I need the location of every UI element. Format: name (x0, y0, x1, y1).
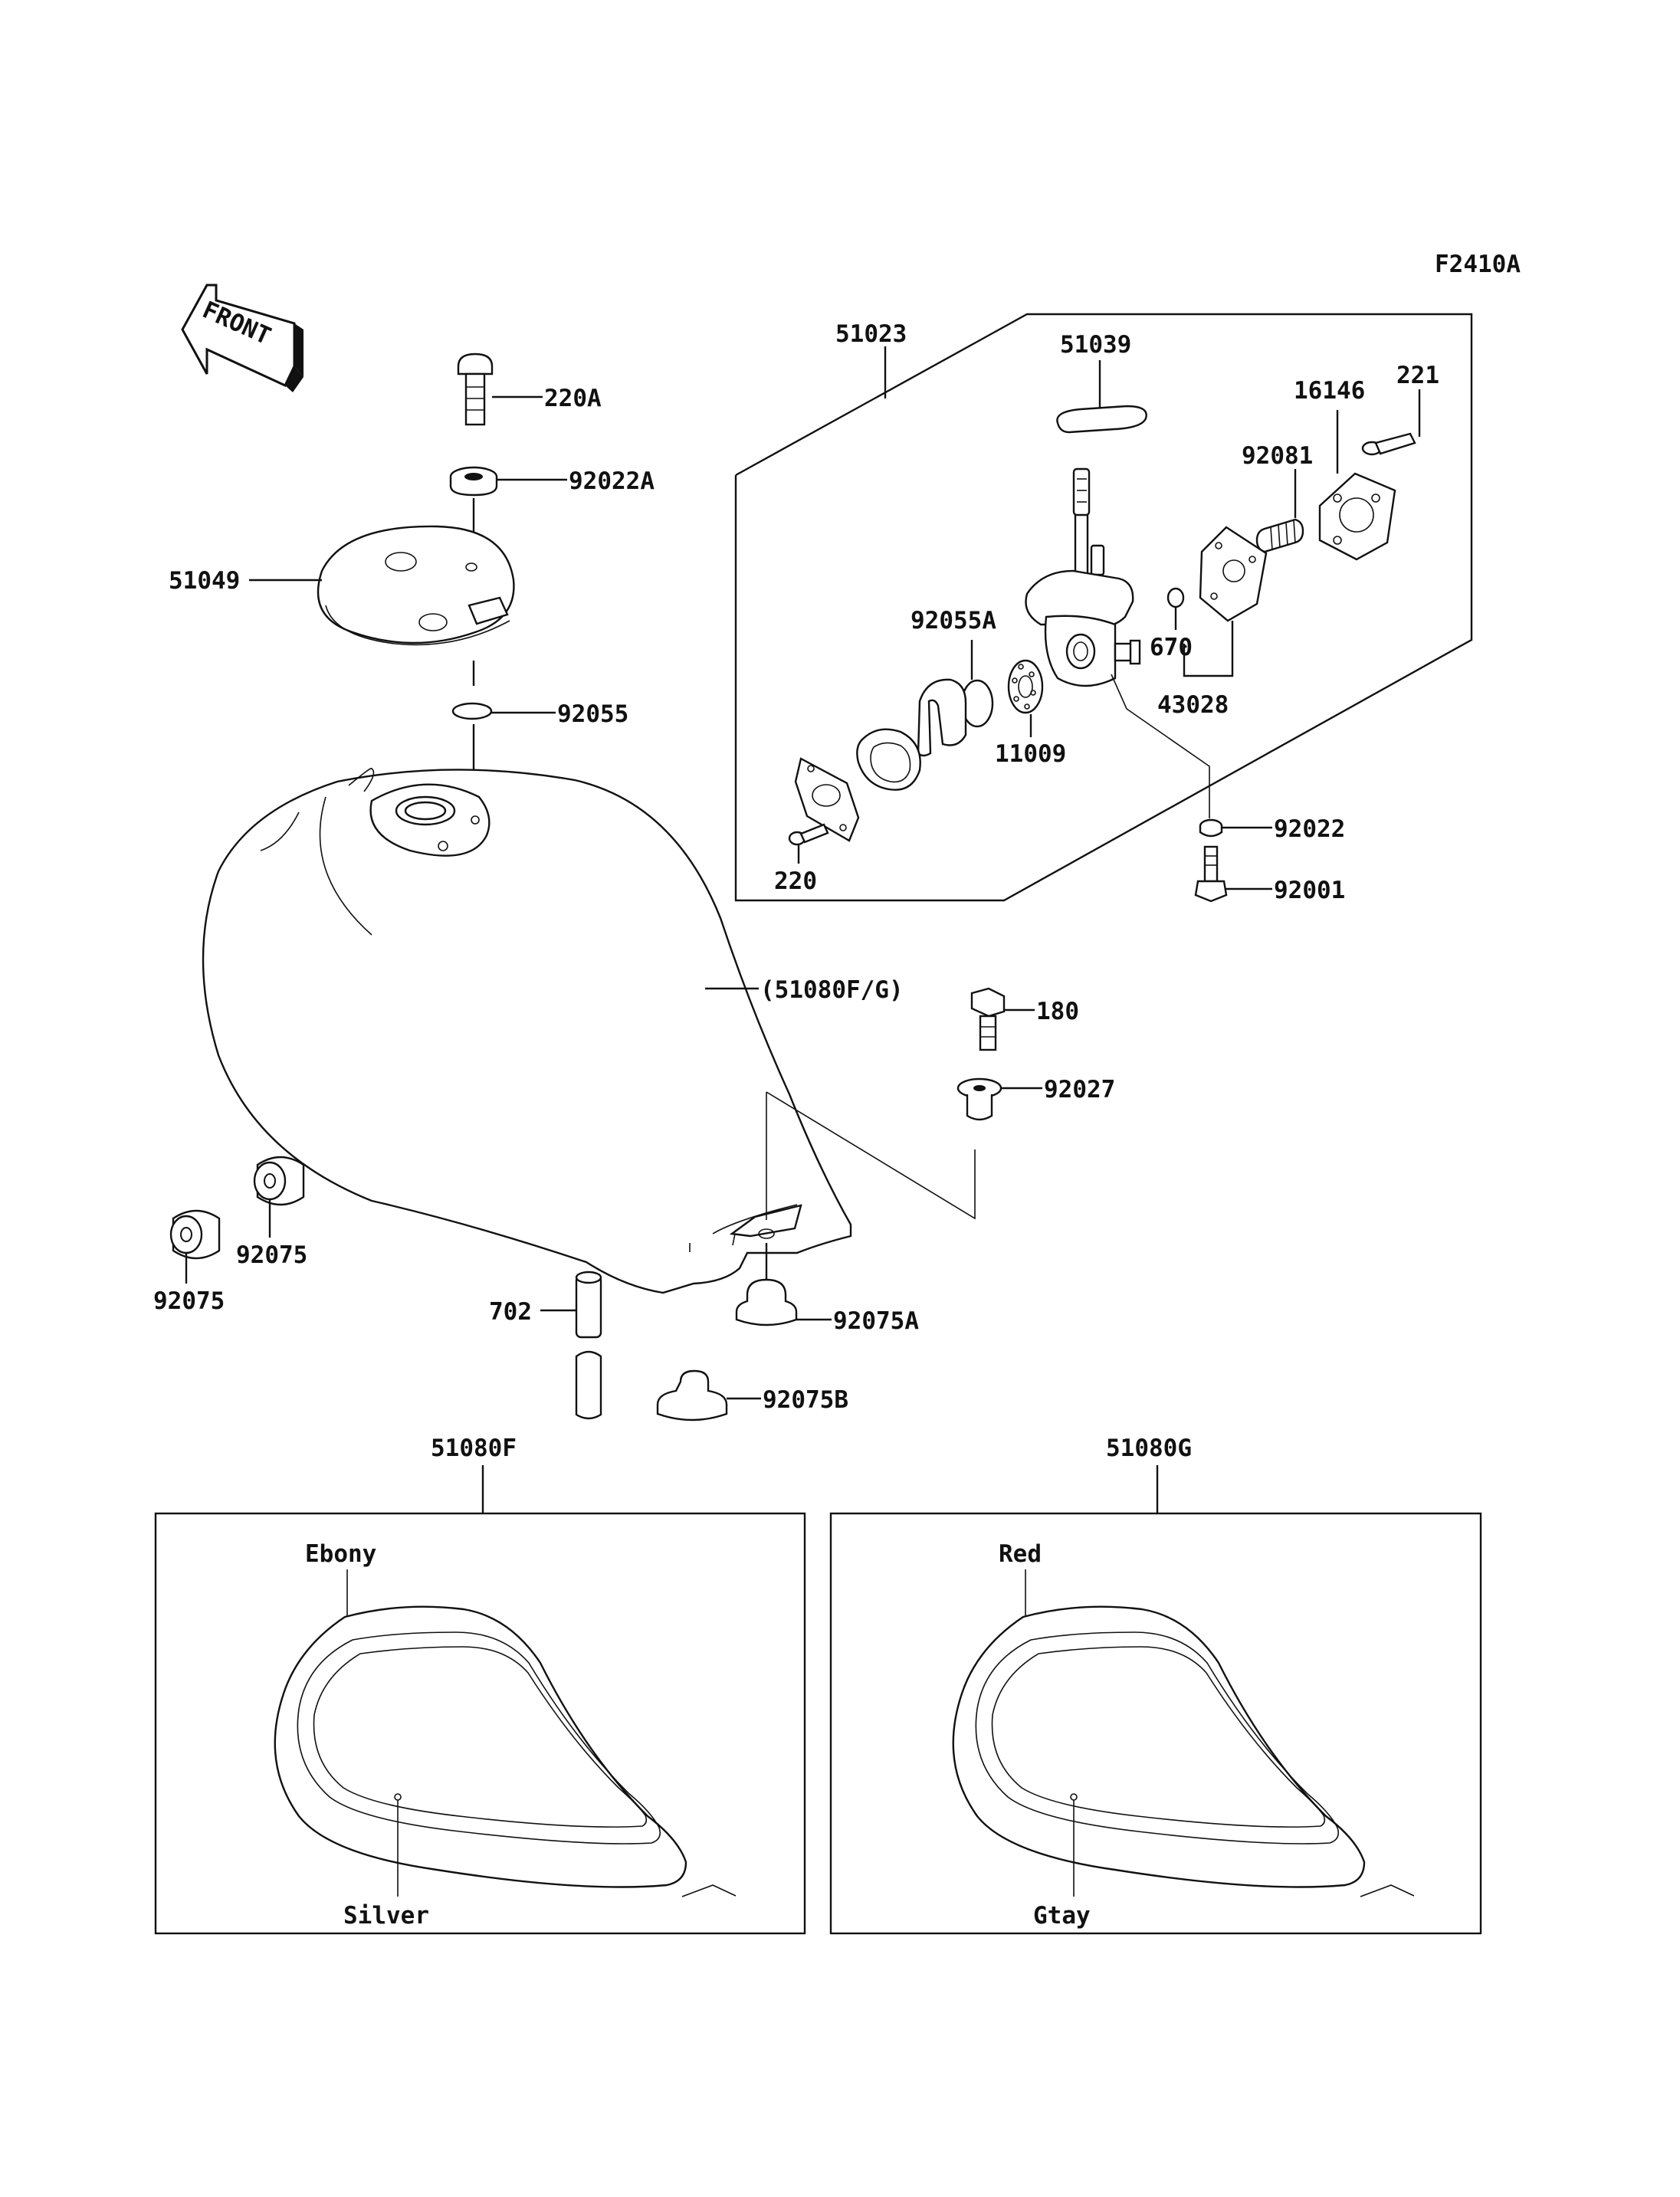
label-220: 220 (774, 867, 817, 895)
fuel-tank (202, 767, 852, 1294)
label-51023: 51023 (835, 320, 907, 348)
bolt-180 (970, 987, 1035, 1051)
damper-92075-b (169, 1209, 221, 1284)
label-92075A: 92075A (833, 1307, 919, 1335)
grommet-92075A (735, 1243, 832, 1326)
label-92022: 92022 (1274, 815, 1345, 843)
bolt-92001 (1194, 845, 1272, 903)
bolt-220A (457, 353, 543, 426)
label-92075-a: 92075 (236, 1241, 307, 1269)
diaphragm-43028 (1183, 526, 1268, 677)
washer-92022A (449, 466, 567, 540)
label-16146: 16146 (1294, 377, 1365, 405)
label-92027: 92027 (1044, 1076, 1115, 1103)
oring-670 (1166, 587, 1185, 630)
color-gtay: Gtay (1033, 1902, 1091, 1930)
variant-51080F: 51080F Ebony Silver (154, 1435, 806, 1935)
variant-code-51080G: 51080G (1106, 1435, 1192, 1462)
label-702: 702 (489, 1298, 532, 1326)
cover-16146 (1318, 410, 1396, 561)
oring-92055 (451, 702, 556, 793)
label-92022A: 92022A (569, 467, 655, 495)
label-92055A: 92055A (911, 607, 996, 635)
front-arrow-icon: FRONT (181, 284, 304, 392)
cap-51049 (249, 525, 515, 686)
label-92055: 92055 (557, 700, 628, 728)
fuel-cock-body (1025, 467, 1210, 818)
screw-220 (788, 823, 829, 864)
color-ebony: Ebony (305, 1540, 376, 1568)
label-43028: 43028 (1157, 691, 1229, 719)
collar-92027 (956, 1077, 1042, 1121)
label-92075B: 92075B (763, 1386, 848, 1414)
washer-92022 (1199, 818, 1272, 838)
label-220A: 220A (544, 385, 602, 412)
oring-92055A (960, 640, 994, 728)
figure-code: F2410A (1435, 251, 1521, 278)
seal-11009 (1007, 659, 1044, 737)
hose-702 (540, 1271, 602, 1420)
lever (917, 678, 967, 757)
label-11009: 11009 (995, 740, 1066, 768)
label-180: 180 (1036, 998, 1079, 1025)
screw-221 (1361, 389, 1421, 456)
damper-92075-a (253, 1156, 305, 1238)
label-670: 670 (1150, 634, 1193, 661)
label-92075-b: 92075 (153, 1287, 225, 1315)
label-92081: 92081 (1242, 442, 1313, 470)
variant-51080G: 51080G Red Gtay (829, 1435, 1482, 1935)
spring-92081 (1255, 469, 1304, 553)
variant-code-51080F: 51080F (431, 1435, 517, 1462)
gasket-plate (794, 728, 921, 842)
grommet-92075B (656, 1369, 761, 1421)
gasket-51039 (1056, 360, 1147, 434)
label-92001: 92001 (1274, 877, 1345, 904)
label-51049: 51049 (169, 567, 240, 595)
color-red: Red (999, 1540, 1042, 1568)
label-51039: 51039 (1060, 331, 1131, 359)
color-silver: Silver (343, 1902, 429, 1930)
label-221: 221 (1396, 362, 1439, 389)
fuel-cock-assembly-box (734, 313, 1473, 902)
label-51080FG: (51080F/G) (760, 976, 904, 1004)
